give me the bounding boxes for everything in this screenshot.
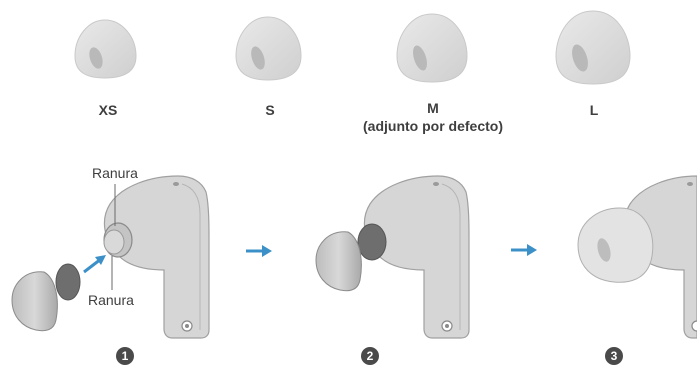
size-label-m-subtitle: (adjunto por defecto) xyxy=(363,118,503,134)
size-label-m: M (adjunto por defecto) xyxy=(363,99,503,135)
step-arrow-1-icon xyxy=(246,245,272,257)
size-label-l: L xyxy=(590,101,599,119)
eartip-xs-icon xyxy=(74,19,137,79)
size-label-l-text: L xyxy=(589,102,599,118)
insert-arrow-icon xyxy=(83,255,106,274)
earbud-step2-icon xyxy=(315,175,470,339)
step-badge-3: 3 xyxy=(605,347,623,365)
size-label-xs-text: XS xyxy=(98,102,118,118)
size-label-s-text: S xyxy=(265,102,275,118)
earbud-step3-icon xyxy=(577,175,697,339)
size-label-xs: XS xyxy=(99,101,118,119)
callout-top-ranura: Ranura xyxy=(92,165,138,181)
eartip-m-icon xyxy=(396,13,468,83)
step-arrow-2-icon xyxy=(511,244,537,256)
earbud-step1-icon xyxy=(11,175,210,339)
eartip-s-icon xyxy=(235,16,302,81)
callout-bottom-ranura: Ranura xyxy=(88,292,134,308)
size-label-s: S xyxy=(265,101,274,119)
step-badge-2: 2 xyxy=(361,347,379,365)
step-badge-1: 1 xyxy=(116,347,134,365)
eartip-l-icon xyxy=(555,10,631,85)
size-label-m-text: M xyxy=(427,100,439,116)
